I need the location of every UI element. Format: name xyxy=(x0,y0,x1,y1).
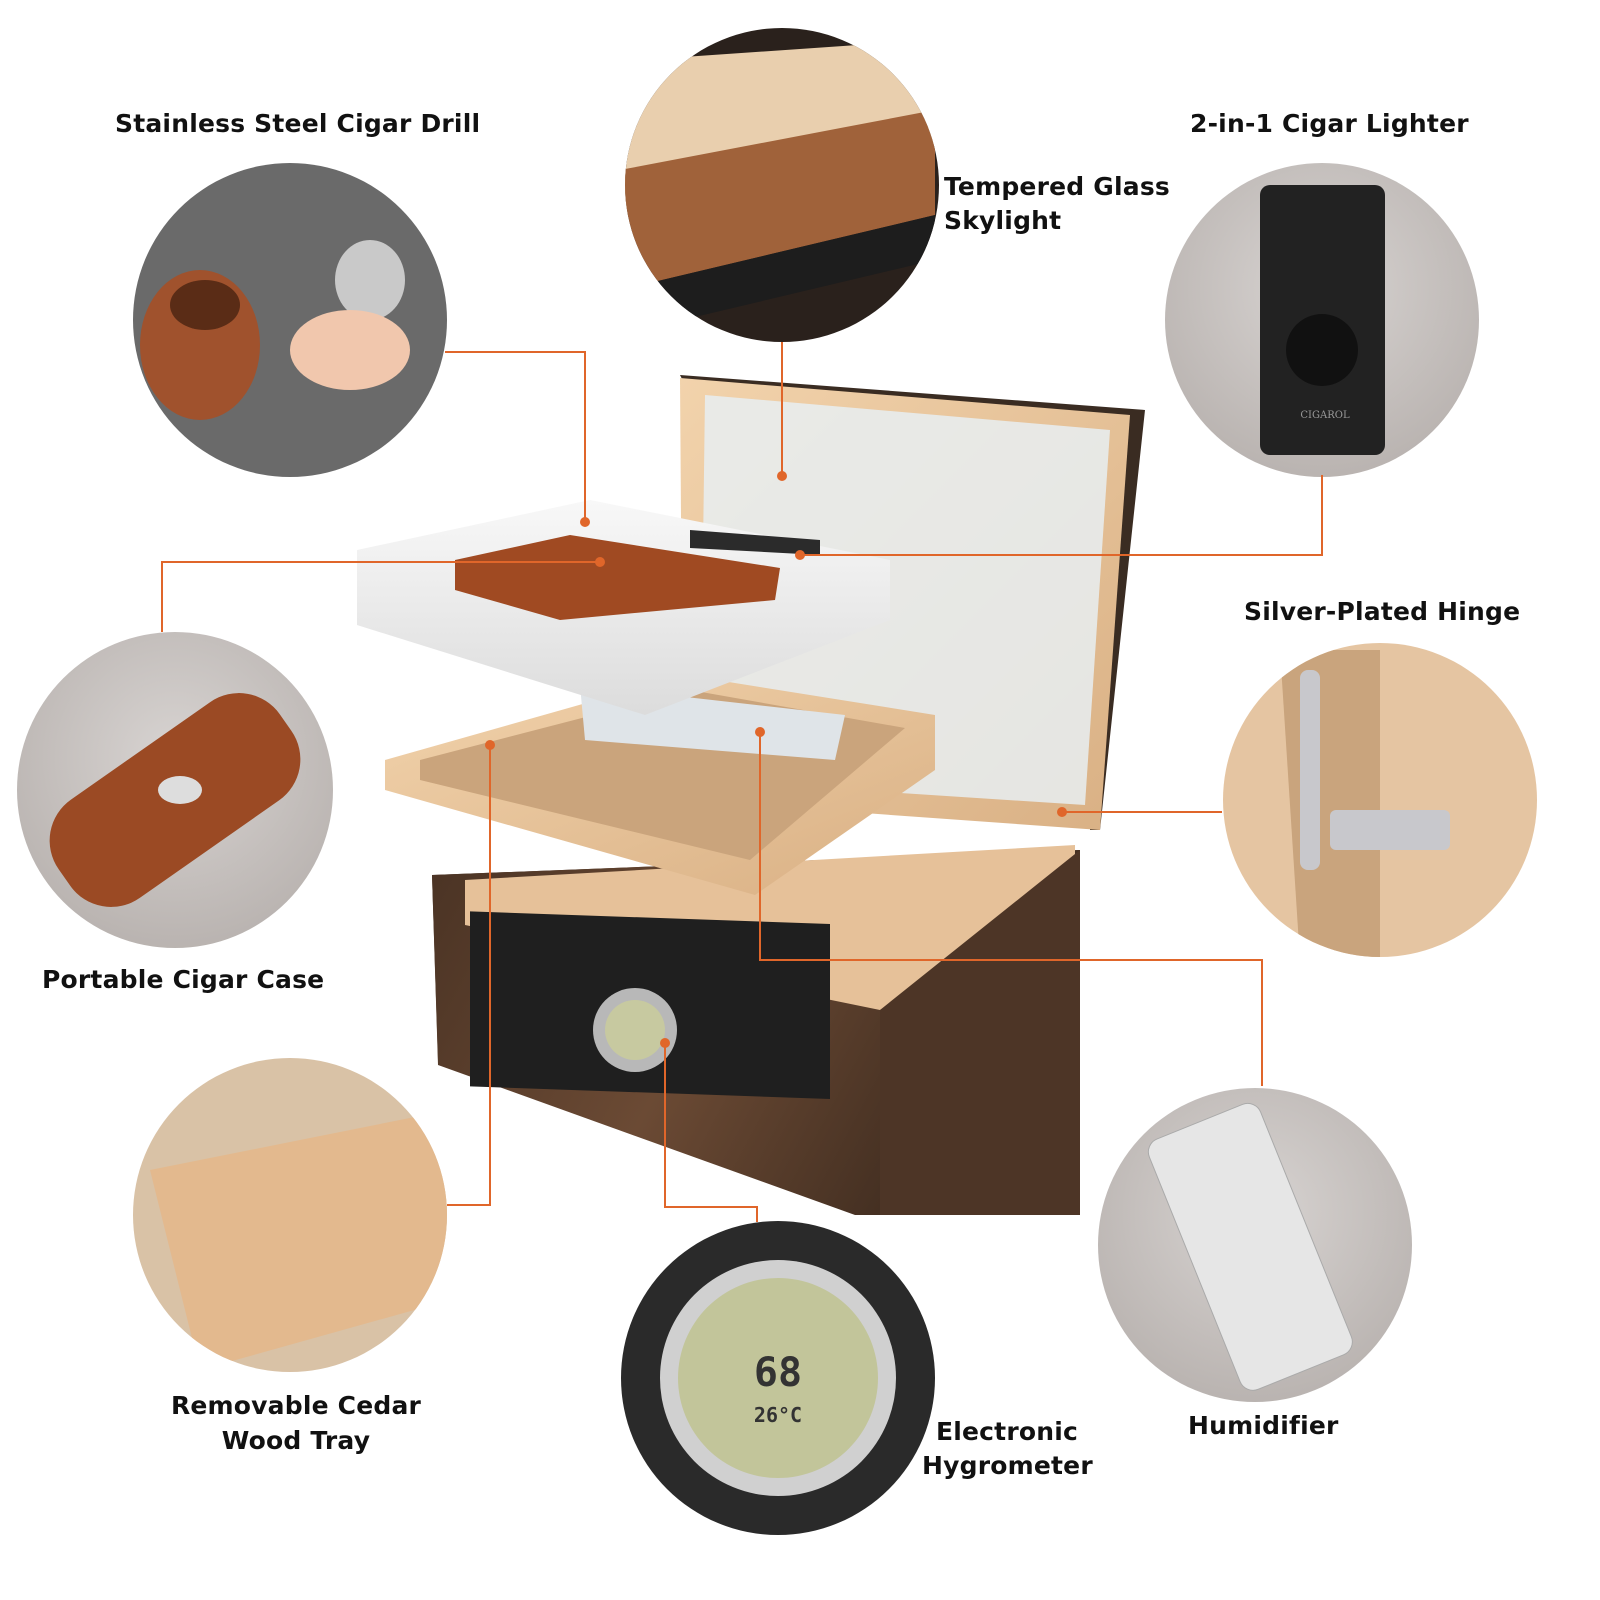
drill-photo xyxy=(133,163,447,477)
humidor-illustration xyxy=(357,375,1145,1215)
label-case: Portable Cigar Case xyxy=(42,965,325,994)
brand-logo-lighter: CIGAROL xyxy=(1300,410,1350,421)
label-drill: Stainless Steel Cigar Drill xyxy=(115,109,481,138)
label-tray-1: Removable Cedar xyxy=(170,1391,422,1420)
cigar-case-photo xyxy=(17,632,333,948)
humidifier-photo xyxy=(1098,1088,1412,1402)
hygrometer-photo xyxy=(621,1221,935,1535)
label-lighter: 2-in-1 Cigar Lighter xyxy=(1190,109,1469,138)
label-glass-2: Skylight xyxy=(944,206,1062,235)
hygrometer-humidity-readout: 68 xyxy=(753,1350,803,1396)
label-hygrometer-1: Electronic xyxy=(935,1417,1079,1446)
hinge-photo xyxy=(1223,643,1537,957)
glass-skylight-photo xyxy=(625,28,939,342)
label-glass-1: Tempered Glass xyxy=(944,172,1170,201)
label-hygrometer-2: Hygrometer xyxy=(922,1451,1093,1480)
leader-dots xyxy=(485,471,1067,1048)
leader-lines xyxy=(161,342,1323,1222)
hygrometer-temperature-readout: 26°C xyxy=(753,1403,803,1427)
label-tray-2: Wood Tray xyxy=(221,1426,371,1455)
cedar-tray-photo xyxy=(133,1058,447,1372)
label-hinge: Silver-Plated Hinge xyxy=(1244,597,1521,626)
lighter-photo xyxy=(1165,163,1479,477)
label-humidifier: Humidifier xyxy=(1188,1411,1339,1440)
